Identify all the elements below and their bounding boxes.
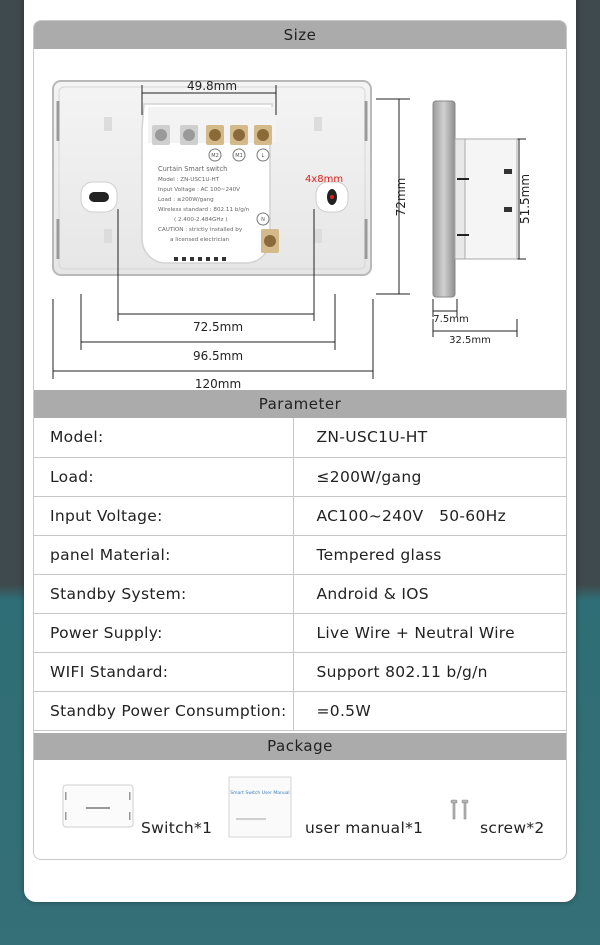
parameter-row: Standby Power Consumption:=0.5W — [34, 691, 566, 731]
dim-depth-total: 32.5mm — [449, 335, 491, 346]
package-contents: Switch*1 Smart Switch User Manual user m… — [34, 760, 566, 859]
terminal-n-label: N — [261, 217, 265, 223]
parameter-row: Power Supply:Live Wire + Neutral Wire — [34, 613, 566, 653]
module-model: Model : ZN-USC1U-HT — [158, 177, 220, 183]
parameter-value: AC100~240V 50-60Hz — [293, 496, 566, 536]
module-caution-1: CAUTION : strictly installed by — [158, 227, 243, 233]
dim-side-height: 51.5mm — [518, 174, 532, 224]
dim-total-width: 120mm — [195, 377, 241, 390]
parameter-key: Standby Power Consumption: — [34, 691, 294, 731]
parameter-row: Load:≤200W/gang — [34, 457, 566, 497]
package-screw-label: screw*2 — [480, 819, 545, 837]
parameter-row: Standby System:Android & IOS — [34, 574, 566, 614]
module-wireless: Wireless standard : 802.11 b/g/n — [158, 207, 250, 213]
dim-hole: 4x8mm — [305, 174, 343, 185]
size-section-header: Size — [34, 21, 566, 49]
module-voltage: Input Voltage : AC 100~240V — [158, 187, 240, 193]
package-section-header: Package — [34, 733, 566, 760]
dim-height: 72mm — [394, 178, 408, 217]
switch-thumbnail — [62, 784, 134, 828]
parameter-row: Input Voltage:AC100~240V 50-60Hz — [34, 496, 566, 536]
package-switch-label: Switch*1 — [141, 819, 213, 837]
module-load: Load : ≤200W/gang — [158, 197, 214, 203]
parameter-key: WIFI Standard: — [34, 652, 294, 692]
parameter-value: Android & IOS — [293, 574, 566, 614]
parameter-row: WIFI Standard:Support 802.11 b/g/n — [34, 652, 566, 692]
parameter-key: Input Voltage: — [34, 496, 294, 536]
parameter-value: Live Wire + Neutral Wire — [293, 613, 566, 653]
parameter-key: Standby System: — [34, 574, 294, 614]
screw-icon — [450, 799, 469, 820]
package-manual-label: user manual*1 — [305, 819, 424, 837]
terminal-m2-label: M2 — [211, 153, 219, 159]
parameter-value: Tempered glass — [293, 535, 566, 575]
parameter-row: Model:ZN-USC1U-HT — [34, 418, 566, 458]
parameter-key: Power Supply: — [34, 613, 294, 653]
terminal-l-label: L — [262, 153, 265, 159]
parameter-key: Model: — [34, 418, 294, 458]
parameter-value: =0.5W — [293, 691, 566, 731]
dim-top-width: 49.8mm — [187, 79, 237, 93]
user-manual-thumbnail: Smart Switch User Manual — [228, 776, 292, 838]
parameter-row: panel Material:Tempered glass — [34, 535, 566, 575]
parameter-value: ZN-USC1U-HT — [293, 418, 566, 458]
parameter-key: Load: — [34, 457, 294, 497]
side-view — [432, 100, 518, 298]
dimension-diagram: M2 M1 L N Curtain Smart switch Model : Z… — [52, 79, 532, 390]
dim-inner-width: 72.5mm — [193, 320, 243, 334]
parameter-key: panel Material: — [34, 535, 294, 575]
module-frequency: ( 2.400-2.484GHz ) — [174, 217, 227, 223]
module-title: Curtain Smart switch — [158, 165, 227, 173]
dim-mid-width: 96.5mm — [193, 349, 243, 363]
dim-depth-front: 7.5mm — [433, 314, 468, 325]
spec-frame: Size — [33, 20, 567, 860]
parameter-value: Support 802.11 b/g/n — [293, 652, 566, 692]
manual-cover-title: Smart Switch User Manual — [230, 790, 289, 796]
module-caution-2: a licensed electrician — [170, 237, 230, 243]
parameter-section-header: Parameter — [34, 390, 566, 418]
terminal-m1-label: M1 — [235, 153, 243, 159]
parameter-value: ≤200W/gang — [293, 457, 566, 497]
